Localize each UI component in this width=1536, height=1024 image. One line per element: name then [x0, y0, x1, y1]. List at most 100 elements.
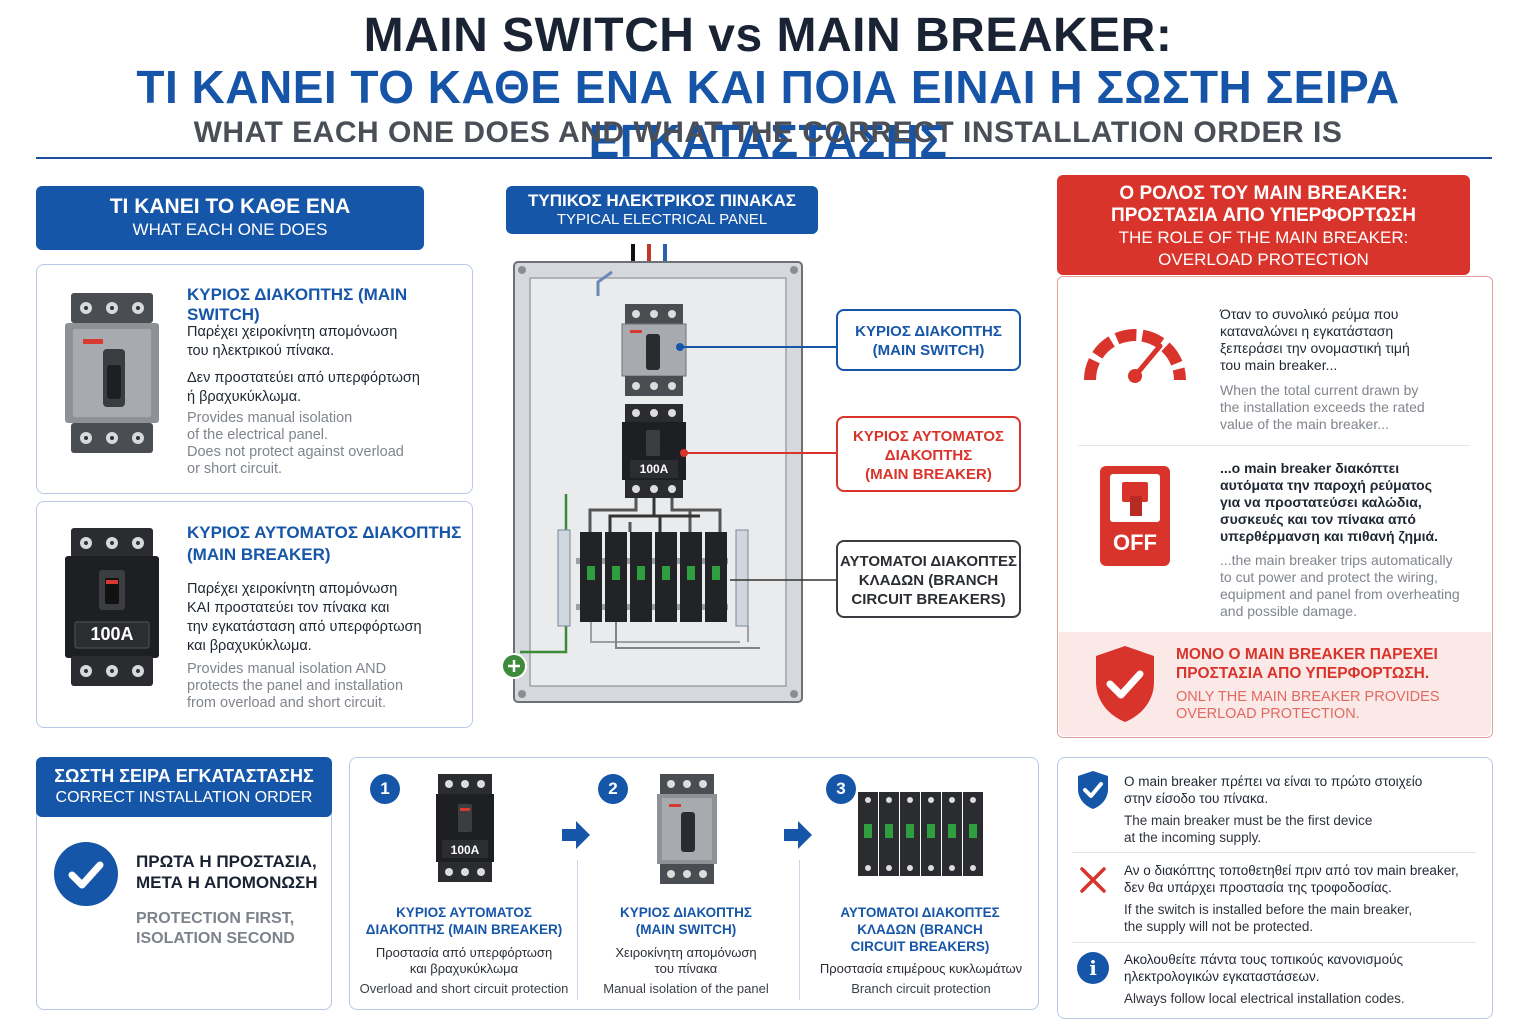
page-subtitle: WHAT EACH ONE DOES AND WHAT THE CORRECT … — [193, 116, 1343, 149]
order-header: ΣΩΣΤΗ ΣΕΙΡΑ ΕΓΚΑΤΑΣΤΑΣΗΣ CORRECT INSTALL… — [36, 757, 332, 817]
what-each-title-en: WHAT EACH ONE DOES — [132, 220, 328, 239]
step-2-switch-icon — [657, 774, 717, 884]
order-title-gr: ΣΩΣΤΗ ΣΕΙΡΑ ΕΓΚΑΤΑΣΤΑΣΗΣ — [54, 766, 314, 786]
note-2-en-1: If the switch is installed before the ma… — [1124, 902, 1413, 917]
page-title: MAIN SWITCH vs MAIN BREAKER: — [363, 9, 1173, 62]
role-p2-en-2: to cut power and protect the wiring, — [1220, 569, 1438, 585]
role-title-3: THE ROLE OF THE MAIN BREAKER: — [1118, 228, 1409, 247]
step-2-number: 2 — [598, 774, 628, 804]
order-rule-en-1: PROTECTION FIRST, — [136, 910, 295, 927]
what-each-title-gr: ΤΙ ΚΑΝΕΙ ΤΟ ΚΑΘΕ ΕΝΑ — [109, 195, 351, 218]
note-2-en-2: the supply will not be protected. — [1124, 919, 1314, 934]
step-2-desc-gr-1: Χειροκίνητη απομόνωση — [615, 945, 757, 960]
step-1-breaker-icon — [436, 774, 494, 882]
step-3-desc-gr-1: Προστασία επιμέρους κυκλωμάτων — [819, 961, 1023, 976]
note-1-en-1: The main breaker must be the first devic… — [1124, 813, 1373, 828]
note-1-en-2: at the incoming supply. — [1124, 830, 1262, 845]
panel-header: ΤΥΠΙΚΟΣ ΗΛΕΚΤΡΙΚΟΣ ΠΙΝΑΚΑΣ TYPICAL ELECT… — [506, 186, 818, 234]
switch-desc-en-2: of the electrical panel. — [187, 427, 329, 443]
role-p2-en-1: ...the main breaker trips automatically — [1220, 552, 1453, 568]
shield-check-icon — [1078, 771, 1108, 809]
gauge-icon — [1084, 329, 1186, 383]
breaker-desc-gr-4: και βραχυκύκλωμα. — [187, 638, 312, 654]
order-title-en: CORRECT INSTALLATION ORDER — [55, 789, 313, 806]
main-breaker-title-1: ΚΥΡΙΟΣ ΑΥΤΟΜΑΤΟΣ ΔΙΑΚΟΠΤΗΣ — [187, 523, 462, 542]
role-p2-gr-5: υπερθέρμανση και πιθανή ζημιά. — [1220, 528, 1439, 544]
step-2-desc-gr-2: του πίνακα — [654, 961, 718, 976]
main-breaker-title-2: (MAIN BREAKER) — [187, 545, 331, 564]
callout-main-breaker-3: (MAIN BREAKER) — [865, 466, 992, 483]
step-3-title-1: ΑΥΤΟΜΑΤΟΙ ΔΙΑΚΟΠΤΕΣ — [840, 905, 1000, 920]
note-2-gr-2: δεν θα υπάρχει προστασία της τροφοδοσίας… — [1124, 880, 1392, 895]
step-1-desc-gr-1: Προστασία από υπερφόρτωση — [375, 945, 553, 960]
only-breaker-en-1: ONLY THE MAIN BREAKER PROVIDES — [1176, 689, 1440, 705]
breaker-desc-en-2: protects the panel and installation — [187, 678, 404, 694]
breaker-desc-en-1: Provides manual isolation AND — [187, 661, 387, 677]
switch-desc-gr-4: ή βραχυκύκλωμα. — [187, 389, 302, 405]
role-p2-gr-1: ...ο main breaker διακόπτει — [1220, 460, 1400, 476]
order-rule-gr-2: ΜΕΤΑ Η ΑΠΟΜΟΝΩΣΗ — [136, 873, 318, 892]
switch-desc-en-1: Provides manual isolation — [187, 410, 353, 426]
step-2-title-1: ΚΥΡΙΟΣ ΔΙΑΚΟΠΤΗΣ — [619, 905, 753, 920]
order-rule-en-2: ISOLATION SECOND — [136, 930, 295, 947]
main-breaker-icon — [65, 528, 159, 686]
role-header: Ο ΡΟΛΟΣ ΤΟΥ MAIN BREAKER: ΠΡΟΣΤΑΣΙΑ ΑΠΟ … — [1057, 175, 1470, 275]
step-divider-2 — [799, 860, 800, 1000]
breaker-desc-gr-3: την εγκατάσταση από υπερφόρτωση — [187, 619, 422, 635]
callout-main-switch: ΚΥΡΙΟΣ ΔΙΑΚΟΠΤΗΣ (MAIN SWITCH) — [836, 309, 1021, 371]
main-switch-icon — [65, 293, 159, 453]
note-2-gr-1: Αν ο διακόπτης τοποθετηθεί πριν από τον … — [1124, 863, 1459, 878]
note-3-gr-1: Ακολουθείτε πάντα τους τοπικούς κανονισμ… — [1124, 952, 1403, 967]
step-3-title-2: ΚΛΑΔΩΝ (BRANCH — [857, 922, 983, 937]
breaker-rating-label: 100A — [90, 624, 134, 644]
only-breaker-gr-2: ΠΡΟΣΤΑΣΙΑ ΑΠΟ ΥΠΕΡΦΟΡΤΩΣΗ. — [1176, 665, 1430, 682]
switch-desc-gr-1: Παρέχει χειροκίνητη απομόνωση — [187, 324, 398, 340]
role-p2-gr-2: αυτόματα την παροχή ρεύματος — [1220, 477, 1433, 493]
role-divider — [1078, 445, 1470, 446]
switch-desc-gr-2: του ηλεκτρικού πίνακα. — [187, 343, 335, 359]
notes-divider-1 — [1072, 852, 1476, 853]
main-switch-card: ΚΥΡΙΟΣ ΔΙΑΚΟΠΤΗΣ (MAIN SWITCH) Παρέχει χ… — [36, 264, 473, 494]
role-p1-gr-3: ξεπεράσει την ονομαστική τιμή — [1220, 340, 1410, 356]
breaker-desc-en-3: from overload and short circuit. — [187, 695, 387, 711]
step-3-desc-en: Branch circuit protection — [851, 981, 991, 996]
shield-check-red-icon — [1096, 646, 1154, 722]
role-title-2: ΠΡΟΣΤΑΣΙΑ ΑΠΟ ΥΠΕΡΦΟΡΤΩΣΗ — [1110, 205, 1417, 226]
info-icon: i — [1077, 952, 1109, 984]
callout-branch-1: ΑΥΤΟΜΑΤΟΙ ΔΙΑΚΟΠΤΕΣ — [839, 553, 1018, 570]
role-title-1: Ο ΡΟΛΟΣ ΤΟΥ MAIN BREAKER: — [1119, 183, 1408, 204]
callout-main-breaker-2: ΔΙΑΚΟΠΤΗΣ — [884, 447, 973, 464]
role-p1-en-1: When the total current drawn by — [1220, 382, 1419, 398]
role-p2-gr-4: συσκευές και τον πίνακα από — [1220, 511, 1416, 527]
note-3-gr-2: ηλεκτρολογικών εγκαταστάσεων. — [1124, 969, 1320, 984]
breaker-desc-gr-1: Παρέχει χειροκίνητη απομόνωση — [187, 581, 398, 597]
what-each-header: ΤΙ ΚΑΝΕΙ ΤΟ ΚΑΘΕ ΕΝΑ WHAT EACH ONE DOES — [36, 186, 424, 250]
step-2-desc-en: Manual isolation of the panel — [603, 981, 769, 996]
step-1-rating: 100A — [450, 843, 480, 857]
switch-desc-en-4: or short circuit. — [187, 461, 283, 477]
role-p1-gr-1: Όταν το συνολικό ρεύμα που — [1220, 306, 1399, 322]
order-rule-gr-1: ΠΡΩΤΑ Η ΠΡΟΣΤΑΣΙΑ, — [136, 852, 317, 871]
main-switch-title: ΚΥΡΙΟΣ ΔΙΑΚΟΠΤΗΣ (MAIN SWITCH) — [187, 285, 408, 324]
only-breaker-en-2: OVERLOAD PROTECTION. — [1176, 706, 1360, 722]
role-p1-en-2: the installation exceeds the rated — [1220, 399, 1425, 415]
electrical-panel-diagram — [501, 244, 803, 703]
header-divider — [36, 157, 1492, 159]
step-1-desc-gr-2: και βραχυκύκλωμα — [409, 961, 519, 976]
role-p1-en-3: value of the main breaker... — [1220, 416, 1389, 432]
note-1-gr-2: στην είσοδο του πίνακα. — [1124, 791, 1269, 806]
step-1-title-1: ΚΥΡΙΟΣ ΑΥΤΟΜΑΤΟΣ — [396, 905, 532, 920]
switch-desc-en-3: Does not protect against overload — [187, 444, 404, 460]
role-p2-en-4: and possible damage. — [1220, 603, 1357, 619]
step-1-number: 1 — [370, 774, 400, 804]
notes-divider-2 — [1072, 942, 1476, 943]
callout-main-breaker: ΚΥΡΙΟΣ ΑΥΤΟΜΑΤΟΣ ΔΙΑΚΟΠΤΗΣ (MAIN BREAKER… — [836, 416, 1021, 492]
panel-title-gr: ΤΥΠΙΚΟΣ ΗΛΕΚΤΡΙΚΟΣ ΠΙΝΑΚΑΣ — [528, 191, 796, 210]
callout-branch-2: ΚΛΑΔΩΝ (BRANCH — [858, 572, 999, 589]
step-3-branch-breakers-icon — [858, 792, 983, 876]
panel-breaker-rating: 100A — [639, 462, 669, 476]
arrow-right-icon-2 — [784, 821, 812, 849]
callout-main-switch-2: (MAIN SWITCH) — [872, 342, 985, 359]
check-circle-icon — [54, 842, 118, 906]
step-3-title-3: CIRCUIT BREAKERS) — [850, 939, 990, 954]
